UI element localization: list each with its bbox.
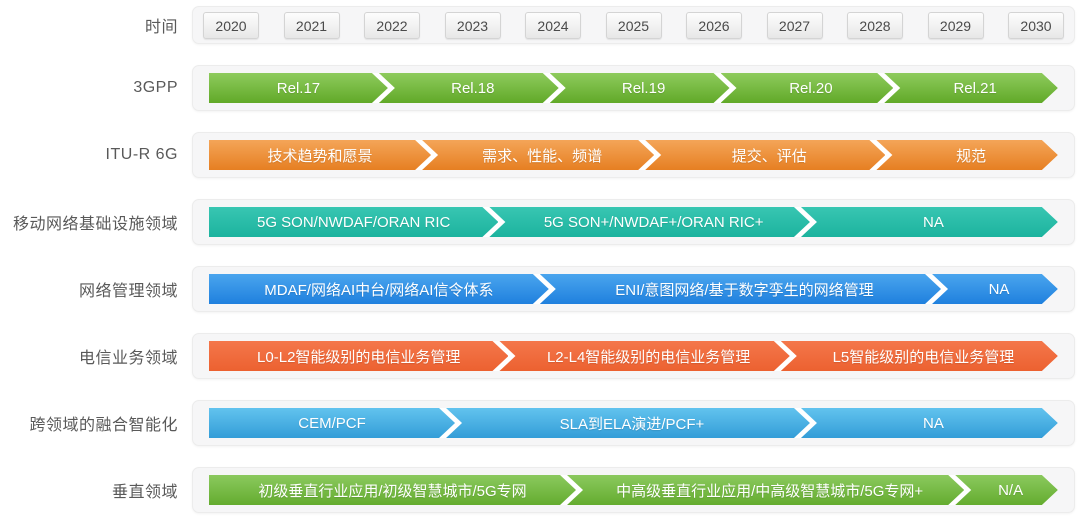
row-telecom-business: 电信业务领域 L0-L2智能级别的电信业务管理 L2-L4智能级别的电信业务管理… [0,333,1080,379]
row-3gpp: 3GPP Rel.17 Rel.18 Rel.19 Rel.20 Rel.21 [0,65,1080,111]
row-band: L0-L2智能级别的电信业务管理 L2-L4智能级别的电信业务管理 L5智能级别… [192,333,1075,379]
year-box: 2020 [203,11,259,39]
year-box: 2023 [444,11,501,39]
row-label: 移动网络基础设施领域 [12,216,178,233]
row-label: ITU-R 6G [105,146,178,163]
row-label-time: 时间 [144,19,178,36]
row-vertical-domain: 垂直领域 初级垂直行业应用/初级智慧城市/5G专网 中高级垂直行业应用/中高级智… [0,467,1080,513]
segment: ENI/意图网络/基于数字孪生的网络管理 [540,274,941,304]
year-box: 2024 [525,11,581,39]
row-itur-6g: ITU-R 6G 技术趋势和愿景 需求、性能、频谱 提交、评估 规范 [0,132,1080,178]
year-box: 2025 [605,11,662,39]
row-band: MDAF/网络AI中台/网络AI信令体系 ENI/意图网络/基于数字孪生的网络管… [192,266,1075,312]
segment: 技术趋势和愿景 [209,140,431,170]
row-network-management: 网络管理领域 MDAF/网络AI中台/网络AI信令体系 ENI/意图网络/基于数… [0,266,1080,312]
row-band: CEM/PCF SLA到ELA演进/PCF+ NA [192,400,1075,446]
segment: 提交、评估 [645,140,885,170]
segment: Rel.20 [721,73,894,103]
row-band: 5G SON/NWDAF/ORAN RIC 5G SON+/NWDAF+/ORA… [192,199,1075,245]
row-label: 网络管理领域 [78,283,178,300]
arrow-strip: MDAF/网络AI中台/网络AI信令体系 ENI/意图网络/基于数字孪生的网络管… [209,274,1058,304]
arrow-strip: 技术趋势和愿景 需求、性能、频谱 提交、评估 规范 [209,140,1058,170]
segment: NA [801,207,1058,237]
year-box: 2030 [1008,11,1064,39]
segment: Rel.21 [884,73,1058,103]
segment: 需求、性能、频谱 [422,140,654,170]
segment: L5智能级别的电信业务管理 [781,341,1058,371]
arrow-strip: 5G SON/NWDAF/ORAN RIC 5G SON+/NWDAF+/ORA… [209,207,1058,237]
row-cross-domain-intelligence: 跨领域的融合智能化 CEM/PCF SLA到ELA演进/PCF+ NA [0,400,1080,446]
row-label: 电信业务领域 [78,350,178,367]
segment: 初级垂直行业应用/初级智慧城市/5G专网 [209,475,576,505]
row-band: 技术趋势和愿景 需求、性能、频谱 提交、评估 规范 [192,132,1075,178]
segment: SLA到ELA演进/PCF+ [446,408,810,438]
arrow-strip: CEM/PCF SLA到ELA演进/PCF+ NA [209,408,1058,438]
segment: 5G SON+/NWDAF+/ORAN RIC+ [489,207,810,237]
segment: Rel.17 [209,73,388,103]
segment: 中高级垂直行业应用/中高级智慧城市/5G专网+ [567,475,964,505]
year-box: 2026 [686,11,742,39]
row-band: 初级垂直行业应用/初级智慧城市/5G专网 中高级垂直行业应用/中高级智慧城市/5… [192,467,1075,513]
timeline-band: 2020 2021 2022 2023 2024 2025 2026 2027 … [192,6,1075,44]
arrow-strip: L0-L2智能级别的电信业务管理 L2-L4智能级别的电信业务管理 L5智能级别… [209,341,1058,371]
segment: N/A [955,475,1058,505]
arrow-strip: 初级垂直行业应用/初级智慧城市/5G专网 中高级垂直行业应用/中高级智慧城市/5… [209,475,1058,505]
segment: Rel.18 [379,73,559,103]
row-label: 跨领域的融合智能化 [29,417,178,434]
row-label: 垂直领域 [111,484,178,501]
year-box: 2028 [847,11,903,39]
segment: 5G SON/NWDAF/ORAN RIC [209,207,498,237]
row-label: 3GPP [133,79,178,96]
segment: 规范 [876,140,1058,170]
year-box: 2022 [364,11,420,39]
arrow-strip: Rel.17 Rel.18 Rel.19 Rel.20 Rel.21 [209,73,1058,103]
row-band: Rel.17 Rel.18 Rel.19 Rel.20 Rel.21 [192,65,1075,111]
year-box: 2029 [927,11,984,39]
segment: NA [932,274,1058,304]
segment: MDAF/网络AI中台/网络AI信令体系 [209,274,549,304]
segment: L2-L4智能级别的电信业务管理 [499,341,789,371]
year-box: 2027 [766,11,823,39]
row-mobile-network-infrastructure: 移动网络基础设施领域 5G SON/NWDAF/ORAN RIC 5G SON+… [0,199,1080,245]
segment: L0-L2智能级别的电信业务管理 [209,341,508,371]
segment: Rel.19 [550,73,730,103]
timeline-row: 时间 2020 2021 2022 2023 2024 2025 2026 20… [0,6,1080,44]
year-box: 2021 [283,11,340,39]
segment: NA [801,408,1058,438]
segment: CEM/PCF [209,408,455,438]
